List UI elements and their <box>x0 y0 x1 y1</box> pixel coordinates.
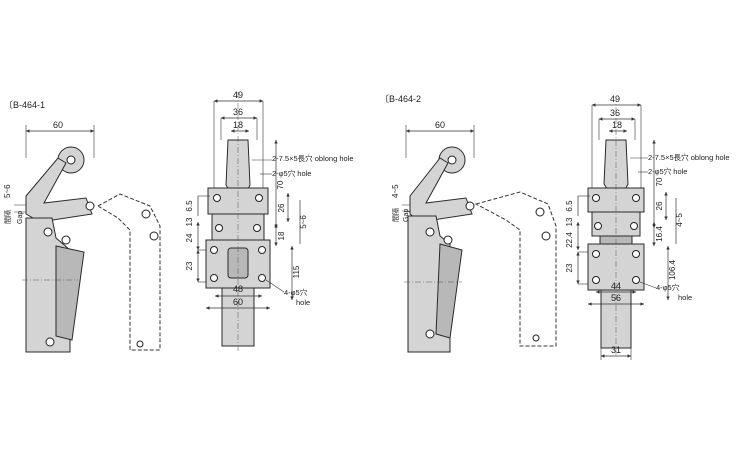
hole-label: 2-φ5穴 hole <box>272 168 311 178</box>
gap-range: 4~5 <box>391 184 400 198</box>
base-hole-en: hole <box>296 298 310 307</box>
dim-26: 26 <box>277 203 286 212</box>
side-view: 60 4~5 間隔 Gap <box>391 120 557 353</box>
dim-70: 70 <box>655 177 664 186</box>
dim-4-5: 4~5 <box>675 213 684 227</box>
dim-13: 13 <box>185 217 194 226</box>
dim-70: 70 <box>276 180 285 189</box>
model-label: 〔B-464-2 <box>380 94 421 104</box>
dim-115: 115 <box>292 265 301 278</box>
front-view: 49 36 18 2-7.5×5長穴 oblong <box>565 94 730 360</box>
dim-18: 18 <box>277 231 286 240</box>
dim-16.4: 16.4 <box>655 226 664 242</box>
gap-en-label: Gap <box>403 209 410 222</box>
dim-24: 24 <box>185 233 194 242</box>
oblong-hole-label: 2-7.5×5長穴 oblong hole <box>272 153 354 163</box>
ghost-position <box>96 193 161 351</box>
base-outer-56: 56 <box>611 293 621 303</box>
base-inner-48: 48 <box>233 284 243 294</box>
base-hole-en: hole <box>678 293 692 302</box>
model-b464-2: 〔B-464-2 60 4~5 間隔 Gap <box>380 94 730 360</box>
gap-en-label: Gap <box>17 211 24 224</box>
front-view: 49 36 18 2-7.5×5長穴 oblong <box>185 90 354 352</box>
side-view: 60 5~6 間隔 Gap <box>3 120 161 353</box>
dim-26: 26 <box>655 201 664 210</box>
dim-6.5: 6.5 <box>565 200 574 212</box>
top-width-49: 49 <box>610 94 620 104</box>
dim-13: 13 <box>565 217 574 226</box>
model-label: 〔B-464-1 <box>4 100 45 110</box>
side-width-60: 60 <box>435 120 445 130</box>
handle <box>435 243 463 339</box>
base-outer-60: 60 <box>233 297 243 307</box>
dim-5-6: 5~6 <box>299 215 308 229</box>
model-b464-1: 〔B-464-1 60 5~6 間隔 Gap <box>3 90 354 353</box>
handle <box>55 245 85 341</box>
hole-label: 2-φ5穴 hole <box>648 166 687 176</box>
dim-22.4: 22.4 <box>565 232 574 248</box>
slot-width-18: 18 <box>612 120 622 130</box>
base-hole-label: 4-φ5穴 <box>656 282 680 292</box>
inner-width-36: 36 <box>610 108 620 118</box>
base-inner-44: 44 <box>611 281 621 291</box>
dim-23: 23 <box>565 263 574 272</box>
dim-23: 23 <box>185 261 194 270</box>
side-width-60: 60 <box>53 120 63 130</box>
ghost-position <box>474 191 557 347</box>
bottom-width-31: 31 <box>611 345 621 355</box>
lever-arm <box>25 157 93 223</box>
gap-range: 5~6 <box>3 184 12 198</box>
gap-jp-label: 間隔 <box>391 208 400 222</box>
oblong-hole-label: 2-7.5×5長穴 oblong hole <box>648 152 730 162</box>
dim-106.4: 106.4 <box>668 259 677 280</box>
dim-6.5: 6.5 <box>185 200 194 212</box>
base-hole-label: 4-φ5穴 <box>284 287 308 297</box>
gap-jp-label: 間隔 <box>3 210 12 224</box>
